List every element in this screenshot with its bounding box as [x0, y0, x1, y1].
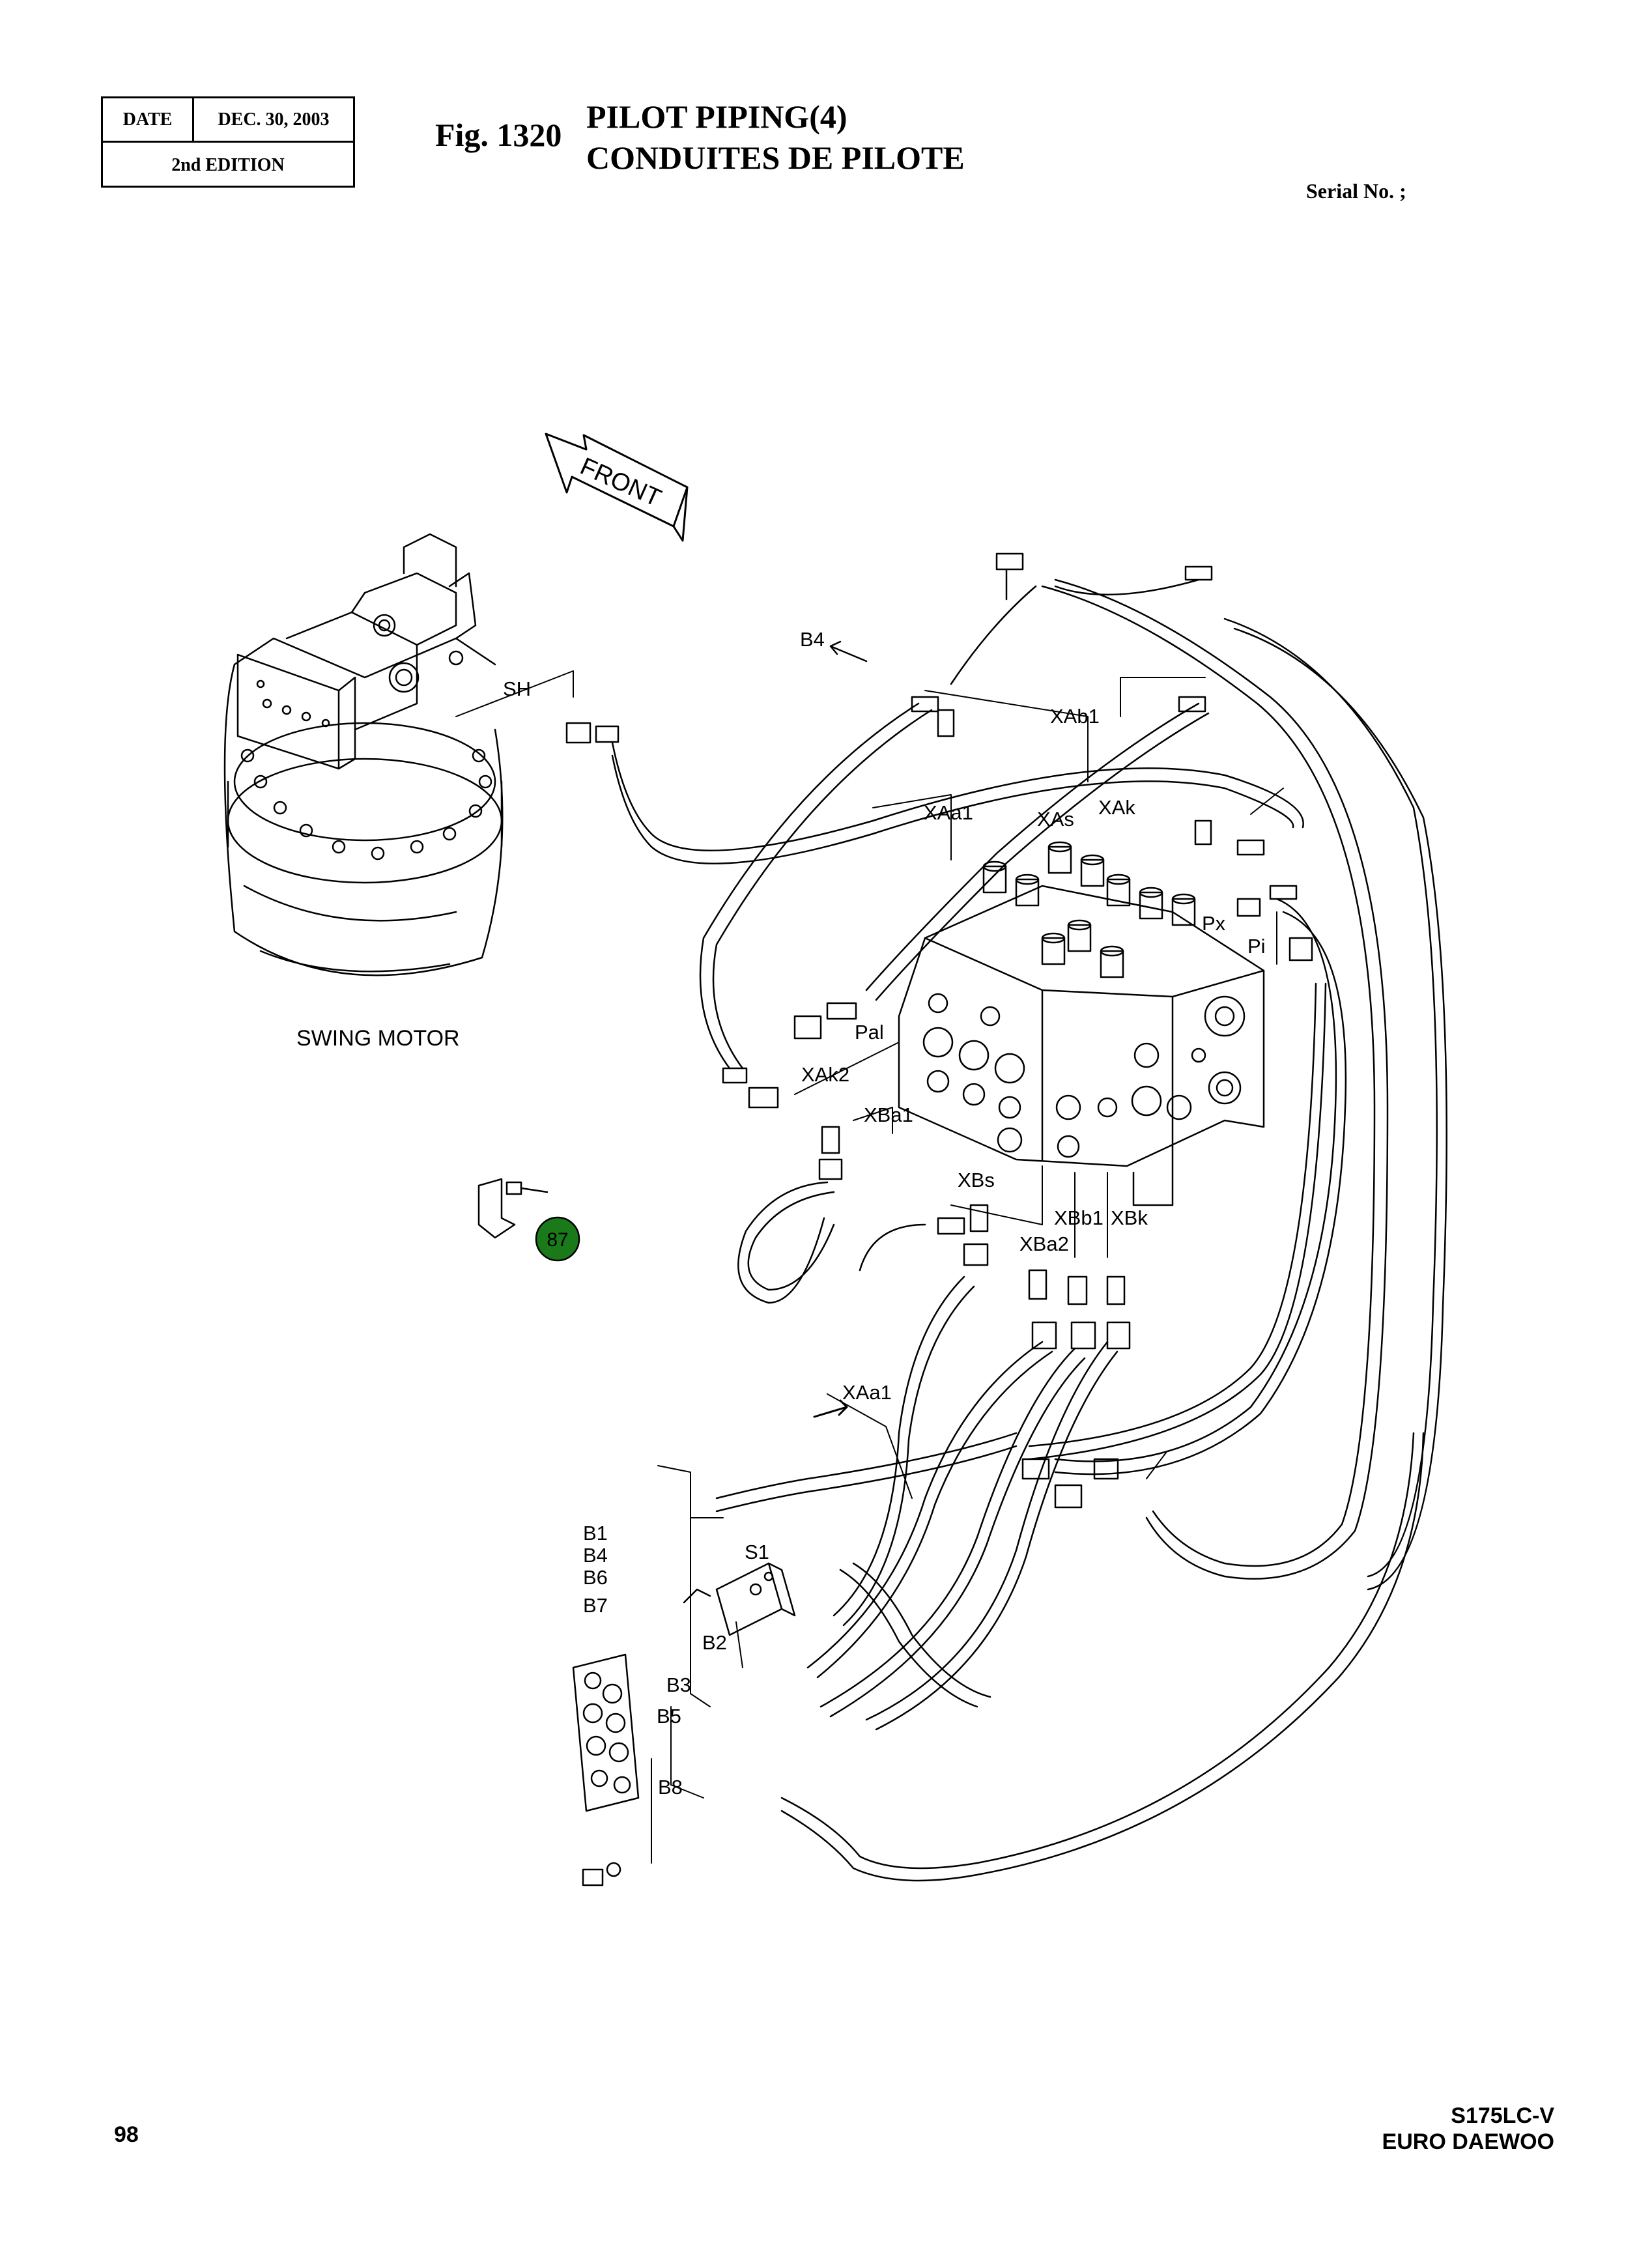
label-px: Px — [1202, 912, 1226, 935]
manifold-plate — [572, 1653, 640, 1812]
hose-fittings — [565, 552, 1313, 1509]
title-french: CONDUITES DE PILOTE — [586, 139, 965, 176]
label-b3: B3 — [666, 1673, 691, 1696]
label-pi: Pi — [1247, 935, 1266, 958]
date-row: DATE DEC. 30, 2003 — [103, 98, 353, 143]
arrow-xaa1 — [813, 1399, 848, 1418]
label-b6: B6 — [583, 1566, 608, 1589]
label-b1: B1 — [583, 1522, 608, 1544]
swing-motor — [223, 533, 504, 976]
serial-number: Serial No. ; — [1306, 179, 1406, 203]
label-b2: B2 — [702, 1631, 727, 1654]
label-xaa1-bottom: XAa1 — [842, 1381, 892, 1404]
label-xbb1: XBb1 — [1054, 1206, 1104, 1229]
label-xbs: XBs — [958, 1169, 995, 1191]
arrow-b4 — [829, 640, 868, 662]
junction-block — [715, 1562, 796, 1636]
callout-87-circle — [535, 1216, 580, 1262]
date-label: DATE — [103, 98, 194, 141]
control-valve — [898, 885, 1265, 1206]
hardware-bolts — [477, 1178, 711, 1886]
label-s1: S1 — [745, 1541, 769, 1563]
label-xba1: XBa1 — [864, 1103, 913, 1126]
label-b8: B8 — [658, 1776, 683, 1799]
label-sh: SH — [503, 677, 531, 700]
port-labels: B4 SH XAb1 XAa1 XAs XAk Px Pi Pal XAk2 X… — [503, 628, 1266, 1799]
swing-motor-label: SWING MOTOR — [296, 1026, 460, 1051]
front-arrow-label: FRONT — [576, 453, 665, 513]
label-xaa1-top: XAa1 — [924, 801, 973, 824]
figure-number: Fig. 1320 — [435, 117, 562, 153]
page-number: 98 — [114, 2122, 139, 2147]
label-pal: Pal — [855, 1021, 884, 1044]
callout-87-number: 87 — [547, 1229, 568, 1251]
label-xba2: XBa2 — [1019, 1232, 1069, 1255]
label-xak: XAk — [1098, 796, 1135, 819]
edition: 2nd EDITION — [171, 154, 285, 175]
front-arrow: FRONT — [545, 433, 689, 542]
callout-87: 87 — [535, 1216, 580, 1262]
label-b5: B5 — [657, 1705, 681, 1728]
model-block: S175LC-V EURO DAEWOO — [1382, 2103, 1554, 2155]
label-xak2: XAk2 — [801, 1063, 849, 1086]
valve-spool-caps — [982, 841, 1196, 978]
title-english: PILOT PIPING(4) — [586, 98, 847, 135]
date-value: DEC. 30, 2003 — [218, 109, 330, 130]
label-b4-top: B4 — [800, 628, 825, 651]
pilot-hoses — [611, 578, 1447, 1882]
brand-name: EURO DAEWOO — [1382, 2129, 1554, 2154]
leader-lines — [455, 670, 1284, 1864]
label-xas: XAs — [1037, 808, 1074, 831]
date-edition-box: DATE DEC. 30, 2003 2nd EDITION — [101, 96, 355, 188]
model-name: S175LC-V — [1451, 2103, 1554, 2128]
label-xbk: XBk — [1111, 1206, 1148, 1229]
label-b7: B7 — [583, 1594, 608, 1617]
label-b4: B4 — [583, 1544, 608, 1567]
label-xab1: XAb1 — [1050, 705, 1100, 728]
